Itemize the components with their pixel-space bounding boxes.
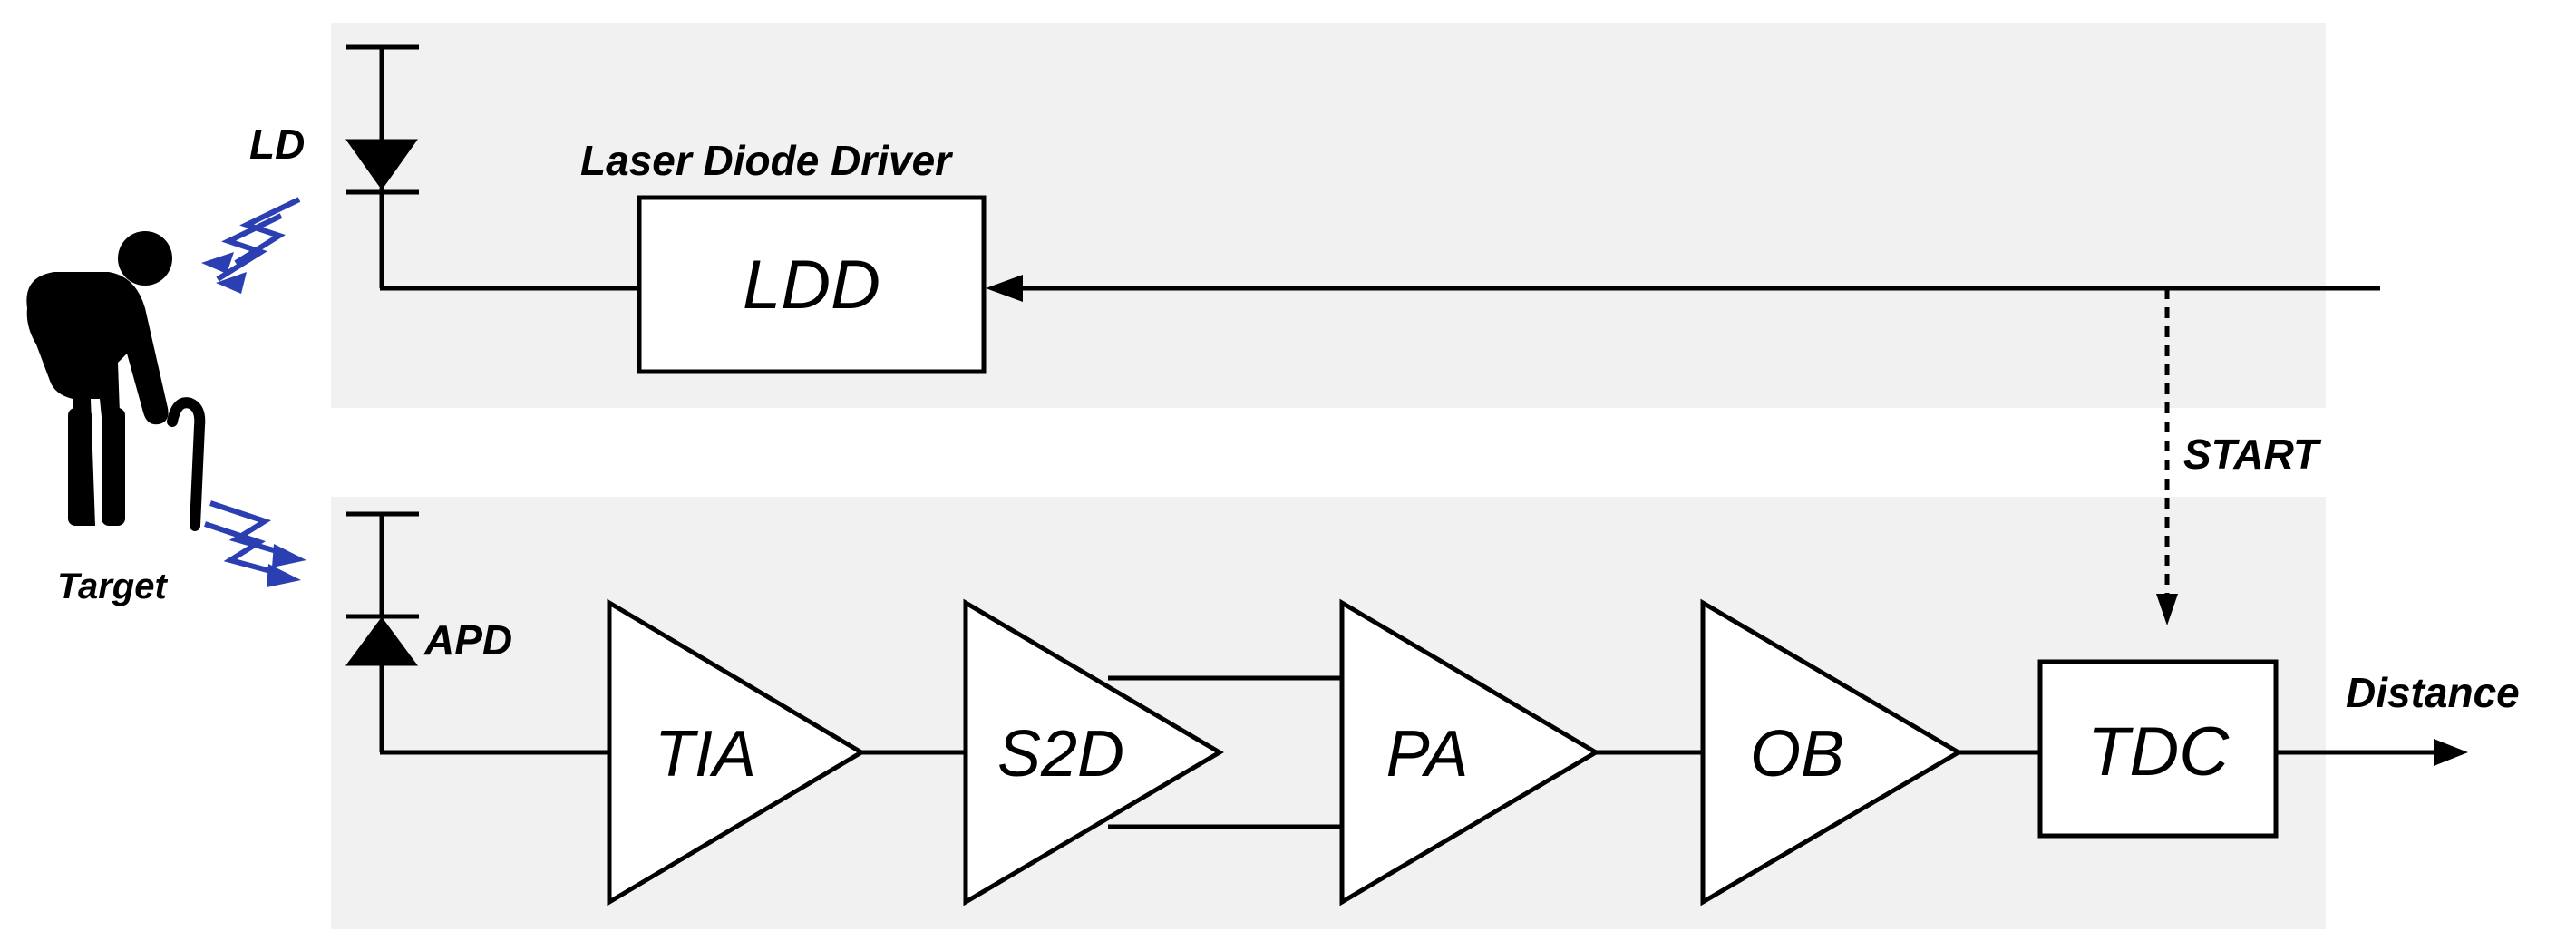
lightning-bolt-icon [204, 500, 306, 587]
start-label: START [2183, 431, 2322, 478]
avalanche-photodiode [345, 511, 609, 755]
start-arrowhead [2156, 594, 2178, 625]
apd-label: APD [423, 616, 512, 664]
tdc-label: TDC [2087, 713, 2230, 790]
ldd-caption: Laser Diode Driver [580, 137, 953, 184]
elderly-person-with-cane-icon [26, 231, 172, 526]
tia-amplifier [607, 598, 866, 906]
s2d-converter [963, 598, 1224, 906]
transmitter-panel [331, 23, 2326, 408]
tdc-block [2037, 659, 2279, 839]
ldd-label: LDD [743, 247, 880, 324]
ldd-block [637, 195, 987, 374]
target-label: Target [57, 567, 168, 606]
ob-buffer [1700, 598, 1963, 906]
lightning-bolt-icon [201, 197, 301, 294]
laser-diode [345, 44, 639, 291]
distance-label: Distance [2346, 669, 2520, 716]
tia-label: TIA [655, 718, 756, 790]
ldd-input-arrowhead [986, 275, 1023, 302]
ld-label: LD [249, 121, 305, 168]
s2d-label: S2D [997, 718, 1124, 790]
pa-label: PA [1386, 718, 1469, 790]
ob-label: OB [1750, 718, 1844, 790]
cane-icon [167, 397, 206, 531]
pa-amplifier [1339, 598, 1600, 906]
distance-arrowhead [2434, 739, 2468, 766]
